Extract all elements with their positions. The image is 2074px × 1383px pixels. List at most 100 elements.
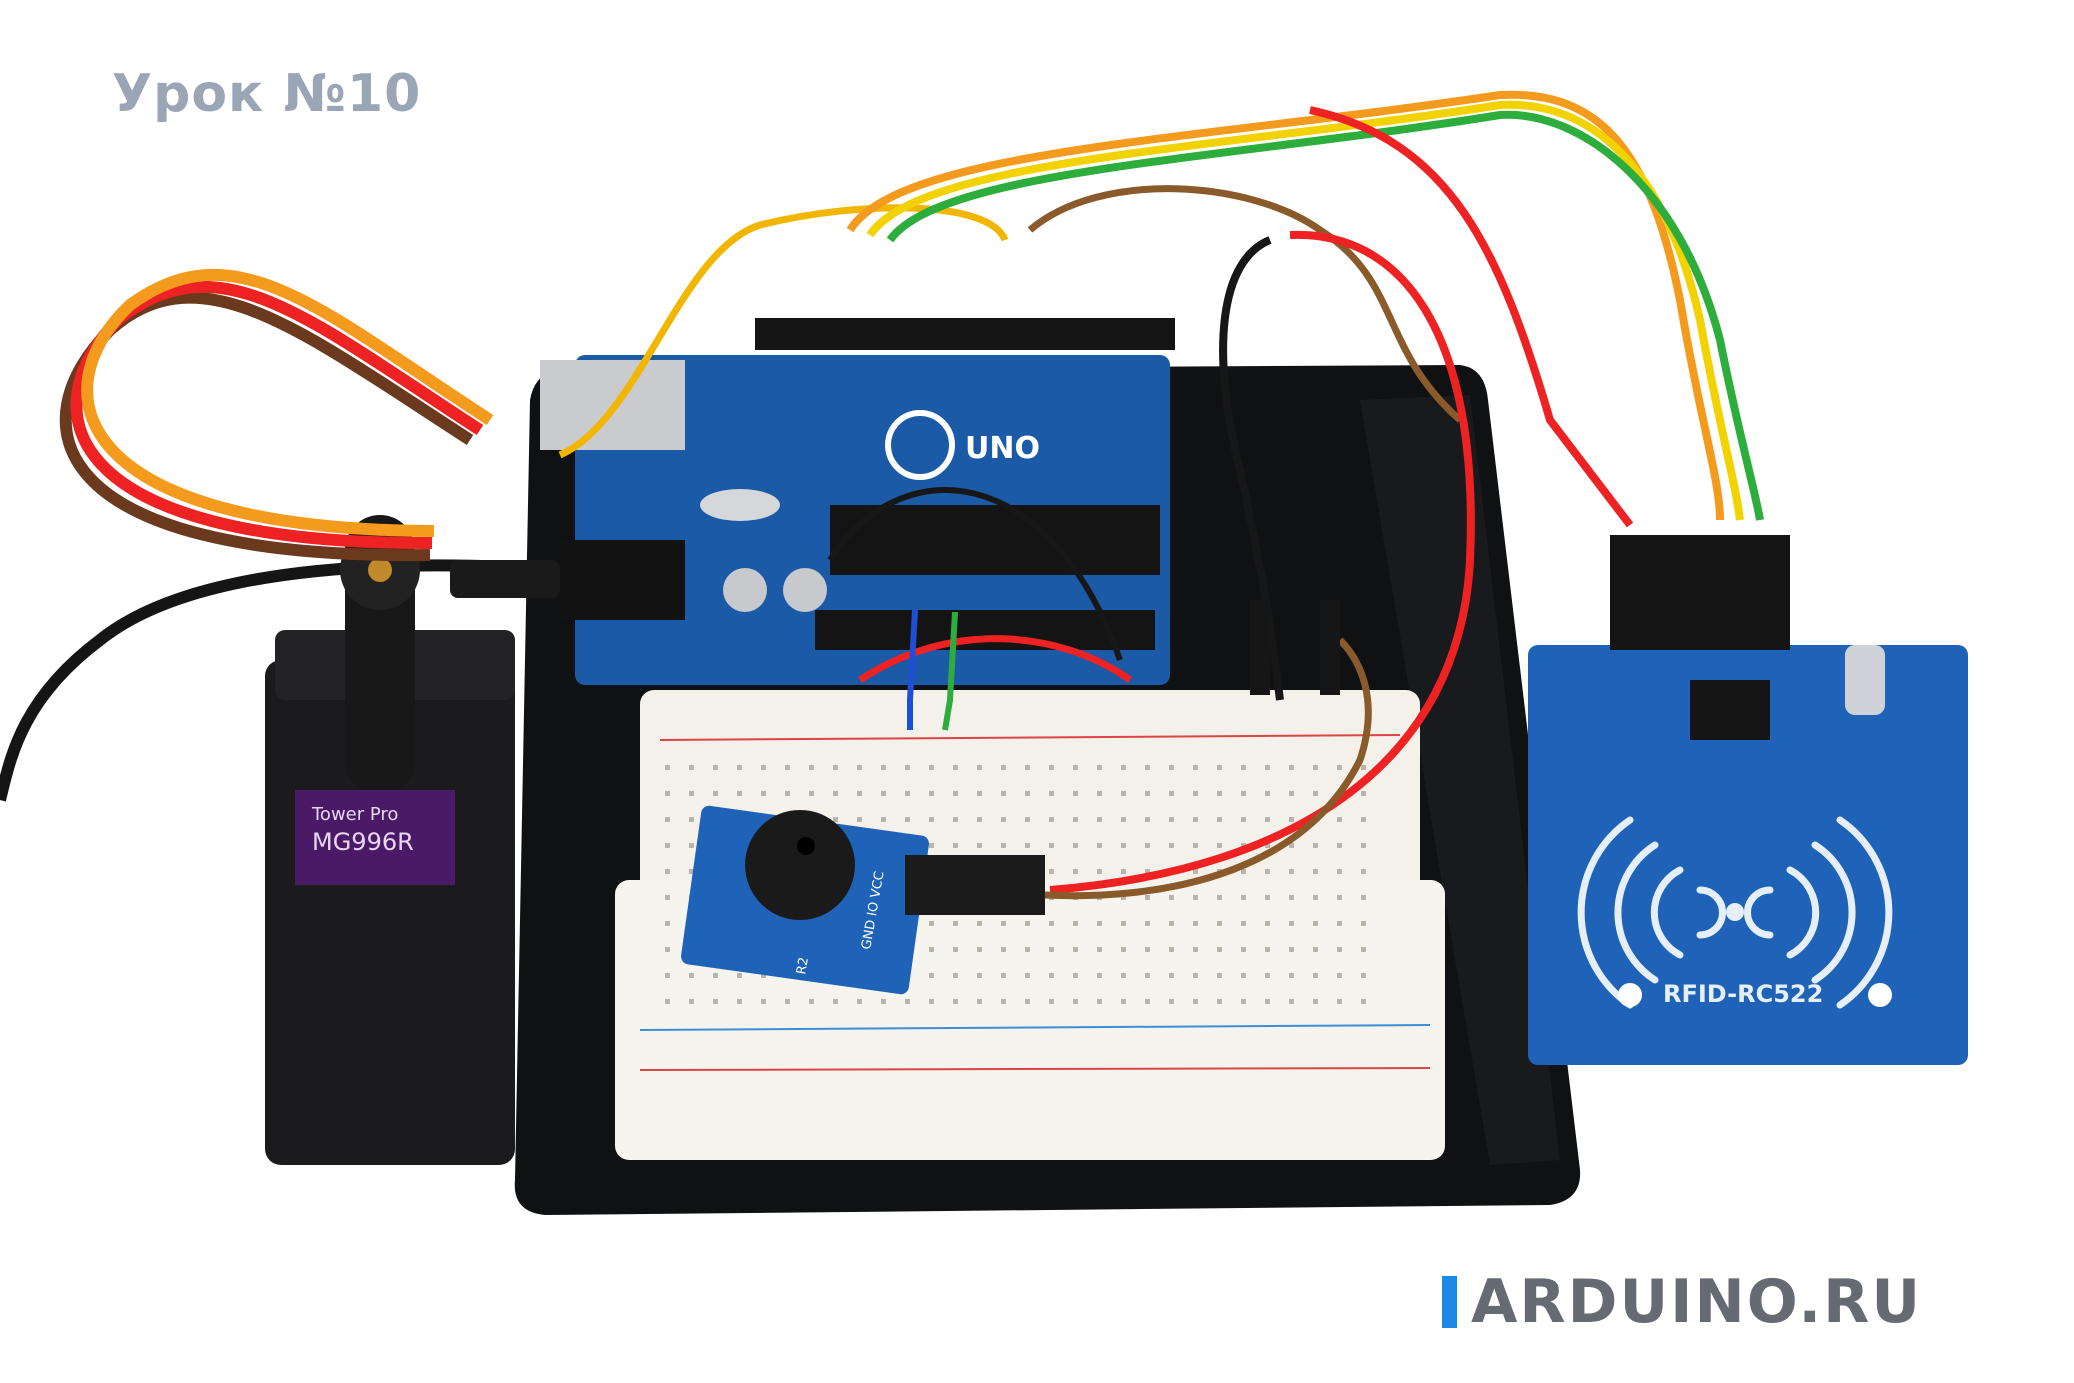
breadboard-hole (1049, 947, 1054, 952)
breadboard-hole (1217, 817, 1222, 822)
breadboard-hole (1121, 947, 1126, 952)
breadboard-hole (713, 765, 718, 770)
breadboard-hole (1169, 921, 1174, 926)
breadboard-hole (1313, 973, 1318, 978)
breadboard-hole (665, 869, 670, 874)
breadboard-hole (1289, 765, 1294, 770)
breadboard-hole (953, 791, 958, 796)
rfid-antenna (1577, 816, 1893, 1009)
breadboard-hole (1145, 999, 1150, 1004)
breadboard-hole (1361, 999, 1366, 1004)
breadboard-hole (1313, 921, 1318, 926)
breadboard-hole (1073, 869, 1078, 874)
breadboard-hole (1361, 765, 1366, 770)
breadboard-hole (1025, 947, 1030, 952)
wire-yellow (558, 204, 1009, 459)
breadboard-hole (1121, 765, 1126, 770)
breadboard-hole (1049, 921, 1054, 926)
breadboard-hole (1025, 765, 1030, 770)
breadboard-hole (1361, 973, 1366, 978)
breadboard-hole (1073, 843, 1078, 848)
breadboard-hole (1001, 791, 1006, 796)
breadboard-hole (1193, 921, 1198, 926)
bottom-header (815, 610, 1155, 650)
breadboard-hole (1241, 999, 1246, 1004)
breadboard-hole (1289, 843, 1294, 848)
breadboard-hole (761, 973, 766, 978)
breadboard-hole (1073, 999, 1078, 1004)
breadboard-hole (1145, 817, 1150, 822)
breadboard-hole (761, 765, 766, 770)
breadboard-hole (689, 843, 694, 848)
breadboard-hole (929, 791, 934, 796)
breadboard-hole (905, 817, 910, 822)
rfid-chip (1690, 680, 1770, 740)
dupont-connector-2 (1320, 600, 1340, 695)
breadboard-hole (1169, 843, 1174, 848)
rfid-module (1528, 645, 1968, 1065)
breadboard-hole (857, 765, 862, 770)
breadboard-hole (1289, 973, 1294, 978)
breadboard-hole (953, 843, 958, 848)
breadboard-hole (1121, 973, 1126, 978)
breadboard-hole (1025, 973, 1030, 978)
breadboard-hole (1097, 999, 1102, 1004)
breadboard-hole (1361, 791, 1366, 796)
breadboard-hole (1241, 843, 1246, 848)
breadboard-hole (689, 973, 694, 978)
breadboard-hole (665, 765, 670, 770)
breadboard-hole (953, 765, 958, 770)
breadboard-hole (1241, 921, 1246, 926)
breadboard-hole (689, 791, 694, 796)
breadboard-hole (881, 765, 886, 770)
breadboard-hole (881, 791, 886, 796)
breadboard-hole (1145, 791, 1150, 796)
breadboard-hole (1073, 947, 1078, 952)
breadboard-hole (1049, 973, 1054, 978)
breadboard-hole (977, 999, 982, 1004)
breadboard-hole (1289, 921, 1294, 926)
breadboard-hole (929, 817, 934, 822)
buzzer-resistor-label: R2 (794, 956, 812, 976)
breadboard-hole (1145, 843, 1150, 848)
breadboard-hole (1001, 999, 1006, 1004)
wire-black-short (827, 487, 1123, 661)
breadboard-hole (1073, 817, 1078, 822)
breadboard-hole (809, 999, 814, 1004)
breadboard-hole (1121, 843, 1126, 848)
breadboard-hole (1337, 843, 1342, 848)
breadboard-hole (1337, 921, 1342, 926)
wire-green (942, 611, 958, 731)
breadboard-hole (1313, 869, 1318, 874)
servo-body (265, 660, 515, 1165)
breadboard-hole (1361, 869, 1366, 874)
breadboard-hole (1217, 765, 1222, 770)
breadboard-hole (1361, 843, 1366, 848)
breadboard-hole (953, 817, 958, 822)
rfid-mount-hole-1 (1618, 983, 1642, 1007)
breadboard-hole (1073, 765, 1078, 770)
wire-ribbon-brown (1027, 185, 1463, 423)
breadboard-hole (977, 817, 982, 822)
breadboard-hole (1049, 843, 1054, 848)
breadboard-hole (857, 999, 862, 1004)
breadboard-hole (1217, 791, 1222, 796)
breadboard-hole (953, 947, 958, 952)
rfid-header-1 (1610, 535, 1700, 650)
breadboard-hole (929, 999, 934, 1004)
breadboard-hole (1193, 765, 1198, 770)
breadboard-hole (1217, 947, 1222, 952)
breadboard-hole (857, 791, 862, 796)
breadboard-hole (1265, 947, 1270, 952)
breadboard-hole (1289, 791, 1294, 796)
breadboard-hole (1241, 947, 1246, 952)
breadboard-hole (785, 791, 790, 796)
buzzer-hole (797, 837, 815, 855)
breadboard-hole (1097, 765, 1102, 770)
breadboard-hole (1337, 817, 1342, 822)
breadboard-hole (1313, 895, 1318, 900)
breadboard-hole (1241, 791, 1246, 796)
breadboard-hole (1025, 817, 1030, 822)
arduino-logo (885, 410, 955, 480)
